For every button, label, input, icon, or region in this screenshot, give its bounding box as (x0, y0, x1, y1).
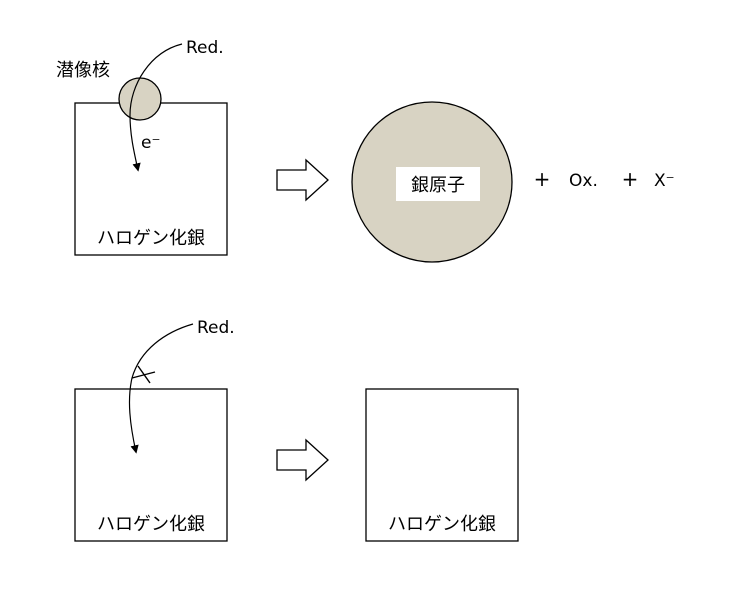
electron-path-top (129, 43, 183, 172)
silver-halide-crystal-bottom-right (365, 388, 519, 542)
silver-halide-crystal-bottom-left (74, 388, 228, 542)
plus-sign-1: + (534, 167, 551, 191)
latent-image-nucleus (118, 77, 162, 121)
crystal-label-bottom-right: ハロゲン化銀 (388, 514, 496, 535)
halide-ion-label: X⁻ (654, 171, 675, 191)
reducer-label-bottom: Red. (197, 318, 235, 338)
plus-sign-2: + (622, 167, 639, 191)
blocked-mark (131, 365, 156, 384)
silver-atom-label-box (396, 167, 480, 201)
latent-image-nucleus-label: 潜像核 (56, 60, 110, 81)
reducer-label-top: Red. (186, 38, 224, 58)
crystal-label-bottom-left: ハロゲン化銀 (97, 514, 205, 535)
silver-atom-label: 銀原子 (411, 175, 465, 196)
transformation-arrow-bottom (276, 438, 329, 482)
transformation-arrow-top (276, 158, 329, 202)
crystal-label-top: ハロゲン化銀 (97, 228, 205, 249)
silver-halide-crystal-top (74, 102, 228, 256)
oxidized-product-label: Ox. (569, 171, 598, 191)
electron-label: e⁻ (141, 133, 160, 153)
